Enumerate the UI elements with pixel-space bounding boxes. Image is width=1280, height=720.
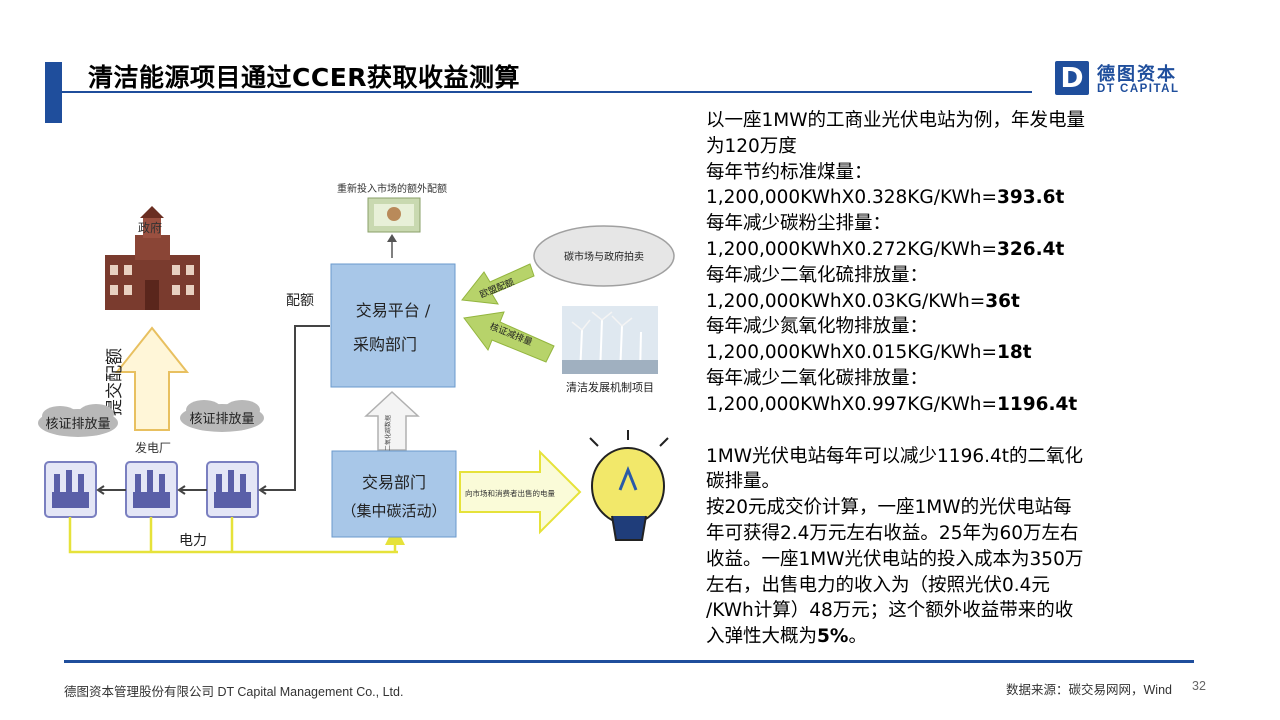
cloud-left <box>38 404 118 437</box>
co2-formula-line: 1,200,000KWhX0.997KG/KWh=1196.4t <box>706 392 1146 418</box>
wind-turbine-icon <box>562 306 658 375</box>
banknote-icon <box>367 197 421 233</box>
summary-line2: 碳排量。 <box>706 471 781 493</box>
logo-mark-letter: D <box>1060 61 1084 94</box>
co2-formula: 1,200,000KWhX0.997KG/KWh= <box>706 393 997 415</box>
intro-line2: 为120万度 <box>706 135 797 157</box>
nox-formula: 1,200,000KWhX0.015KG/KWh= <box>706 342 997 364</box>
trade-line1: 交易部门 <box>362 473 426 492</box>
so2-formula-line: 1,200,000KWhX0.03KG/KWh=36t <box>706 289 1146 315</box>
certified-reduction-arrow <box>463 311 555 363</box>
revenue-line3: 收益。一座1MW光伏电站的投入成本为350万 <box>706 548 1084 570</box>
co2-value: 1196.4t <box>996 393 1078 415</box>
logo-name-en: DT CAPITAL <box>1097 83 1180 95</box>
dust-formula-line: 1,200,000KWhX0.272KG/KWh=326.4t <box>706 237 1146 263</box>
coal-formula-line: 1,200,000KWhX0.328KG/KWh=393.6t <box>706 185 1146 211</box>
revenue-line2: 年可获得2.4万元左右收益。25年为60万左右 <box>706 522 1079 544</box>
submit-quota-label: 提交配额 <box>105 348 125 416</box>
dust-label: 每年减少碳粉尘排量： <box>706 213 892 235</box>
summary-line1: 1MW光伏电站每年可以减少1196.4t的二氧化 <box>706 445 1084 467</box>
title-divider <box>62 91 1032 93</box>
clean-project-label: 清洁发展机制项目 <box>566 380 654 394</box>
dust-value: 326.4t <box>996 238 1065 260</box>
revenue-line5: /KWh计算）48万元；这个额外收益带来的收 <box>706 600 1074 622</box>
government-building-icon <box>105 206 200 310</box>
so2-formula: 1,200,000KWhX0.03KG/KWh= <box>706 290 986 312</box>
logo-name-cn: 德图资本 <box>1097 64 1177 85</box>
footer-divider <box>64 660 1194 663</box>
calculation-text: 以一座1MW的工商业光伏电站为例，年发电量 为120万度 每年节约标准煤量： 1… <box>706 108 1146 650</box>
dust-formula: 1,200,000KWhX0.272KG/KWh= <box>706 238 997 260</box>
page-title: 清洁能源项目通过CCER获取收益测算 <box>88 63 521 92</box>
sell-electricity-label: 向市场和消费者出售的电量 <box>465 488 555 498</box>
paragraph-spacer <box>706 418 1146 444</box>
plant-connector-2-head <box>177 485 186 495</box>
elasticity-value: 5% <box>817 626 849 648</box>
quota-label: 配额 <box>286 293 314 309</box>
revenue-line4: 左右，出售电力的收入为（按照光伏0.4元 <box>706 574 1050 596</box>
realloc-label: 重新投入市场的额外配额 <box>337 182 447 195</box>
intro-line1: 以一座1MW的工商业光伏电站为例，年发电量 <box>706 110 1086 131</box>
submit-quota-arrow <box>114 326 190 431</box>
footer-company: 德图资本管理股份有限公司 DT Capital Management Co., … <box>64 685 404 699</box>
revenue-line6-post: 。 <box>848 626 867 648</box>
realloc-arrowhead <box>387 234 397 242</box>
revenue-line6: 入弹性大概为5%。 <box>706 624 1146 650</box>
sell-electricity-arrow <box>459 449 582 535</box>
cloud-right <box>180 400 264 432</box>
coal-label: 每年节约标准煤量： <box>706 161 873 183</box>
trade-line2: （集中碳活动） <box>341 502 446 520</box>
verify-right-label: 核证排放量 <box>189 412 254 427</box>
trade-department-box <box>331 450 457 538</box>
trading-platform-box <box>330 263 456 388</box>
quota-arrowhead <box>258 485 267 495</box>
platform-line1: 交易平台 / <box>356 301 431 320</box>
electricity-line <box>68 517 398 554</box>
factory-icon-1 <box>44 461 97 518</box>
co2-label: 每年减少二氧化碳排放量： <box>706 367 929 389</box>
page-number: 32 <box>1192 679 1206 693</box>
carbon-trading-diagram: 重新投入市场的额外配额 政府 提交配额 核证排放量 核证排放量 发电厂 <box>38 182 675 554</box>
electricity-label: 电力 <box>179 533 207 549</box>
co2-data-arrow <box>364 390 420 451</box>
verify-left-label: 核证排放量 <box>45 417 110 432</box>
revenue-line6-pre: 入弹性大概为 <box>706 626 818 648</box>
footer-source: 数据来源：碳交易网网，Wind <box>1006 683 1172 697</box>
government-label: 政府 <box>138 220 162 235</box>
title-accent-bar <box>45 62 62 123</box>
nox-label: 每年减少氮氧化物排放量： <box>706 316 929 338</box>
power-plant-label: 发电厂 <box>135 440 171 455</box>
factory-icon-3 <box>206 461 259 518</box>
so2-label: 每年减少二氧化硫排放量： <box>706 264 929 286</box>
coal-formula: 1,200,000KWhX0.328KG/KWh= <box>706 187 997 209</box>
nox-formula-line: 1,200,000KWhX0.015KG/KWh=18t <box>706 340 1146 366</box>
carbon-market-ellipse <box>533 225 675 287</box>
quota-arrow-line <box>262 325 330 491</box>
co2-data-label: 二氧化碳数据 <box>384 415 392 451</box>
nox-value: 18t <box>996 342 1032 364</box>
so2-value: 36t <box>985 290 1020 312</box>
platform-line2: 采购部门 <box>353 335 417 354</box>
plant-connector-1-head <box>96 485 105 495</box>
logo-icon: D <box>1055 61 1089 95</box>
revenue-line1: 按20元成交价计算，一座1MW的光伏电站每 <box>706 497 1072 519</box>
coal-value: 393.6t <box>996 187 1065 209</box>
eu-quota-arrow <box>461 263 535 305</box>
factory-icon-2 <box>125 461 178 518</box>
lightbulb-icon <box>589 430 669 541</box>
carbon-market-label: 碳市场与政府拍卖 <box>564 250 644 263</box>
